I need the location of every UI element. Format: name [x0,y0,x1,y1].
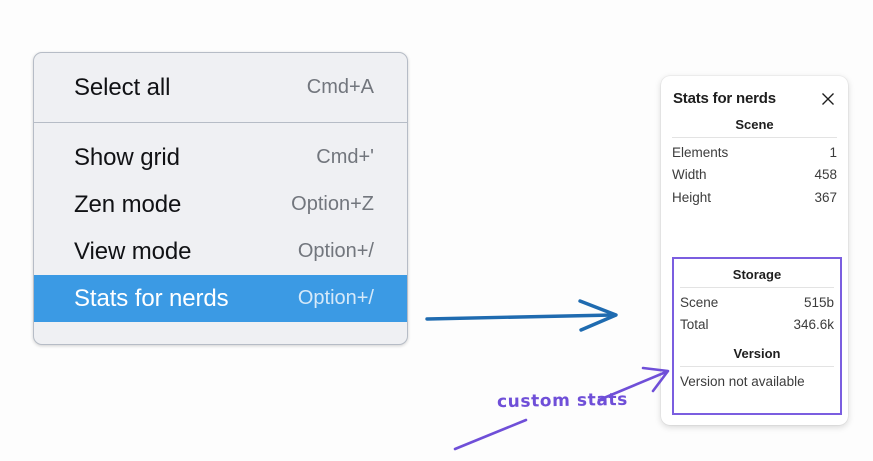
stat-label: Scene [680,294,719,310]
annotation-label-custom-stats: custom stats [496,389,629,413]
stats-for-nerds-panel: Stats for nerds Scene Elements 1 Width 4… [661,76,848,425]
menu-group-primary: Select all Cmd+A [34,53,407,122]
menu-item-shortcut: Cmd+A [306,76,374,98]
section-divider [680,287,834,288]
menu-item-shortcut: Cmd+' [316,146,374,168]
context-menu[interactable]: Select all Cmd+A Show grid Cmd+' Zen mod… [33,52,408,345]
menu-item-label: Select all [74,73,171,101]
blue-arrow-annotation [425,295,625,340]
section-heading-version: Version [733,346,781,362]
stat-value: 515b [803,294,834,310]
stat-value: 367 [814,189,837,205]
section-heading-storage: Storage [732,267,782,282]
stats-panel-header: Stats for nerds [661,76,848,107]
stat-row-elements: Elements 1 [672,141,837,164]
stat-row-storage-total: Total 346.6k [680,314,834,337]
menu-group-secondary: Show grid Cmd+' Zen mode Option+Z View m… [34,123,407,332]
menu-item-label: Show grid [74,143,180,171]
menu-item-shortcut: Option+/ [297,240,374,262]
menu-item-label: View mode [74,237,192,265]
version-value: Version not available [680,374,805,390]
stat-row-height: Height 367 [672,186,837,209]
custom-stats-region: Storage Scene 515b Total 346.6k Version … [672,257,842,415]
menu-item-select-all[interactable]: Select all Cmd+A [34,64,407,111]
close-icon[interactable] [820,91,836,107]
menu-separator [34,122,407,123]
stat-value: 346.6k [793,317,834,333]
stat-row-storage-scene: Scene 515b [680,291,834,314]
menu-item-stats-for-nerds[interactable]: Stats for nerds Option+/ [34,275,407,322]
stat-label: Elements [672,144,729,160]
menu-item-label: Zen mode [74,190,182,218]
menu-item-view-mode[interactable]: View mode Option+/ [34,228,407,275]
stat-value: 458 [814,167,837,183]
menu-item-label: Stats for nerds [74,284,229,312]
stat-row-width: Width 458 [672,164,837,187]
stat-label: Height [672,189,712,205]
stats-scene-section: Scene Elements 1 Width 458 Height 367 [661,107,848,209]
purple-underline-stroke [452,415,532,460]
stat-value: 1 [829,144,837,160]
stat-label: Width [672,167,707,183]
stat-label: Total [680,317,709,333]
menu-item-shortcut: Option+/ [297,287,374,309]
panel-title: Stats for nerds [673,90,776,107]
section-divider [672,137,837,138]
menu-item-show-grid[interactable]: Show grid Cmd+' [34,134,407,181]
menu-item-shortcut: Option+Z [291,193,374,215]
section-heading-scene: Scene [735,117,774,132]
section-divider [680,366,834,368]
menu-item-zen-mode[interactable]: Zen mode Option+Z [34,181,407,228]
